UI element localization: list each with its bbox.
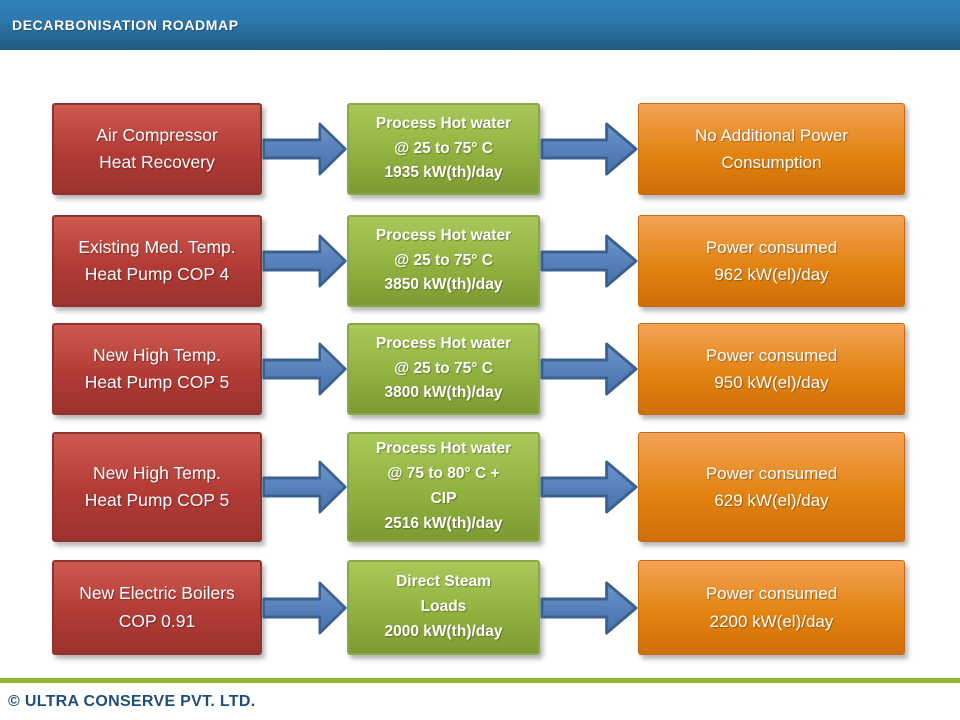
result-label: Power consumed 950 kW(el)/day bbox=[705, 345, 838, 392]
result-label: No Additional Power Consumption bbox=[694, 125, 849, 172]
roadmap-row-5: New Electric Boilers COP 0.91 Direct Ste… bbox=[52, 560, 960, 655]
result-label: Power consumed 962 kW(el)/day bbox=[705, 237, 838, 284]
process-box: Process Hot water @ 25 to 75° C 3800 kW(… bbox=[347, 323, 540, 415]
measure-label: Air Compressor Heat Recovery bbox=[96, 124, 218, 172]
measure-box: Existing Med. Temp. Heat Pump COP 4 bbox=[52, 215, 262, 307]
arrow-right-icon bbox=[262, 460, 347, 514]
measure-box: New Electric Boilers COP 0.91 bbox=[52, 560, 262, 655]
copyright-text: © ULTRA CONSERVE PVT. LTD. bbox=[8, 692, 256, 710]
roadmap-row-1: Air Compressor Heat Recovery Process Hot… bbox=[52, 103, 960, 195]
roadmap-row-3: New High Temp. Heat Pump COP 5 Process H… bbox=[52, 323, 960, 415]
measure-label: New High Temp. Heat Pump COP 5 bbox=[84, 344, 230, 392]
arrow-right-icon bbox=[262, 122, 347, 176]
result-box: Power consumed 629 kW(el)/day bbox=[638, 432, 905, 542]
arrow-right-icon bbox=[540, 460, 638, 514]
measure-label: Existing Med. Temp. Heat Pump COP 4 bbox=[78, 236, 236, 284]
process-label: Process Hot water @ 25 to 75° C 1935 kW(… bbox=[375, 114, 512, 182]
roadmap-row-4: New High Temp. Heat Pump COP 5 Process H… bbox=[52, 432, 960, 542]
result-box: No Additional Power Consumption bbox=[638, 103, 905, 195]
process-box: Process Hot water @ 25 to 75° C 3850 kW(… bbox=[347, 215, 540, 307]
process-label: Direct Steam Loads 2000 kW(th)/day bbox=[384, 573, 503, 640]
footer-divider bbox=[0, 678, 960, 683]
result-box: Power consumed 2200 kW(el)/day bbox=[638, 560, 905, 655]
arrow-right-icon bbox=[540, 581, 638, 634]
roadmap-row-2: Existing Med. Temp. Heat Pump COP 4 Proc… bbox=[52, 215, 960, 307]
result-box: Power consumed 962 kW(el)/day bbox=[638, 215, 905, 307]
process-box: Process Hot water @ 75 to 80° C + CIP 25… bbox=[347, 432, 540, 542]
roadmap-diagram: Air Compressor Heat Recovery Process Hot… bbox=[0, 50, 960, 662]
process-box: Process Hot water @ 25 to 75° C 1935 kW(… bbox=[347, 103, 540, 195]
measure-label: New Electric Boilers COP 0.91 bbox=[79, 583, 235, 631]
measure-box: Air Compressor Heat Recovery bbox=[52, 103, 262, 195]
process-box: Direct Steam Loads 2000 kW(th)/day bbox=[347, 560, 540, 655]
measure-box: New High Temp. Heat Pump COP 5 bbox=[52, 323, 262, 415]
arrow-right-icon bbox=[540, 234, 638, 288]
process-label: Process Hot water @ 25 to 75° C 3800 kW(… bbox=[375, 334, 512, 402]
arrow-right-icon bbox=[540, 342, 638, 396]
arrow-right-icon bbox=[262, 581, 347, 634]
arrow-right-icon bbox=[540, 122, 638, 176]
arrow-right-icon bbox=[262, 234, 347, 288]
result-label: Power consumed 629 kW(el)/day bbox=[705, 463, 838, 510]
process-label: Process Hot water @ 75 to 80° C + CIP 25… bbox=[375, 440, 512, 532]
process-label: Process Hot water @ 25 to 75° C 3850 kW(… bbox=[375, 226, 512, 294]
slide-header: DECARBONISATION ROADMAP bbox=[0, 0, 960, 50]
result-box: Power consumed 950 kW(el)/day bbox=[638, 323, 905, 415]
measure-box: New High Temp. Heat Pump COP 5 bbox=[52, 432, 262, 542]
arrow-right-icon bbox=[262, 342, 347, 396]
result-label: Power consumed 2200 kW(el)/day bbox=[705, 584, 838, 631]
measure-label: New High Temp. Heat Pump COP 5 bbox=[84, 462, 230, 510]
page-title: DECARBONISATION ROADMAP bbox=[12, 17, 239, 33]
slide-footer: © ULTRA CONSERVE PVT. LTD. bbox=[0, 683, 960, 720]
